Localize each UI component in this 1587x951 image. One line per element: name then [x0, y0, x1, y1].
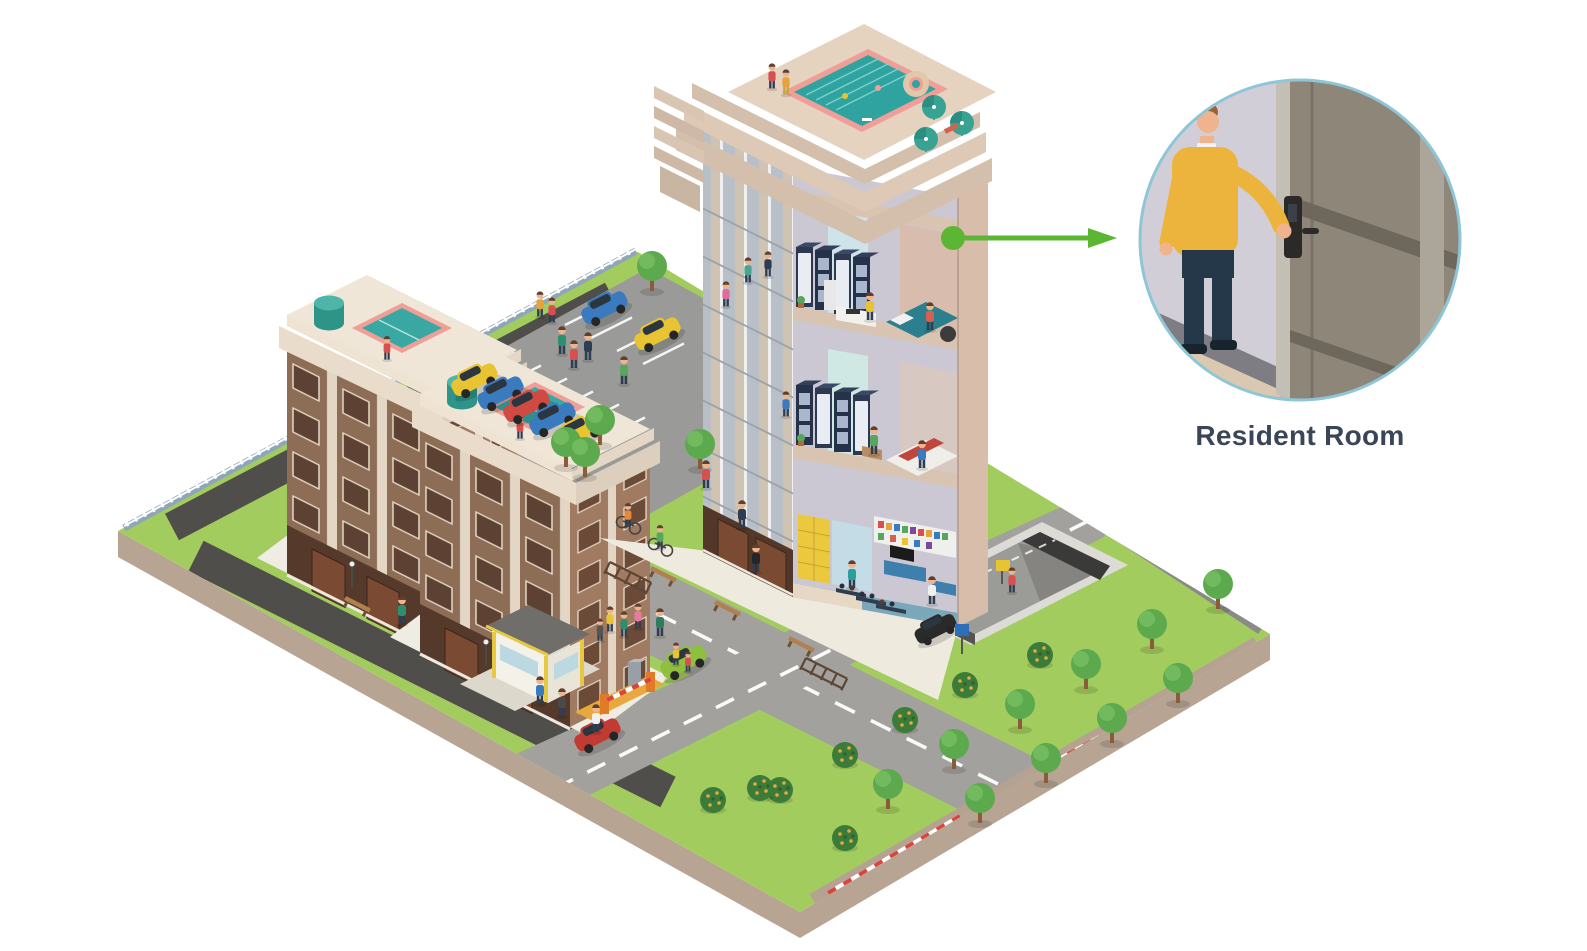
callout-marker-dot: [941, 226, 965, 250]
rooftop: [654, 24, 996, 244]
floor-level-2: [796, 380, 958, 476]
main-residence-building: [654, 24, 996, 627]
booth-roof: [486, 605, 590, 655]
resident-person: [1159, 102, 1292, 354]
right-wall: [958, 182, 988, 627]
classroom-screen: [890, 545, 914, 562]
classroom-tables: [836, 583, 906, 614]
resident-room-label: Resident Room: [1195, 420, 1405, 451]
resident-room-inset: [1138, 78, 1462, 402]
sw-facade: [703, 122, 793, 597]
bed-teal: [886, 302, 958, 338]
guard-booth: [460, 605, 600, 711]
floor-level-3: [796, 242, 958, 342]
inset-circle-border: [1138, 78, 1462, 402]
ramp-sign: [955, 560, 1010, 654]
glass-partition: [832, 520, 872, 592]
callout-arrowhead: [1088, 228, 1117, 248]
callout-arrow: [941, 226, 1117, 250]
barrier-arm: [606, 676, 652, 703]
ground-floor-retail: [793, 514, 958, 627]
door-handle: [1302, 228, 1319, 234]
plaza: [600, 538, 958, 700]
